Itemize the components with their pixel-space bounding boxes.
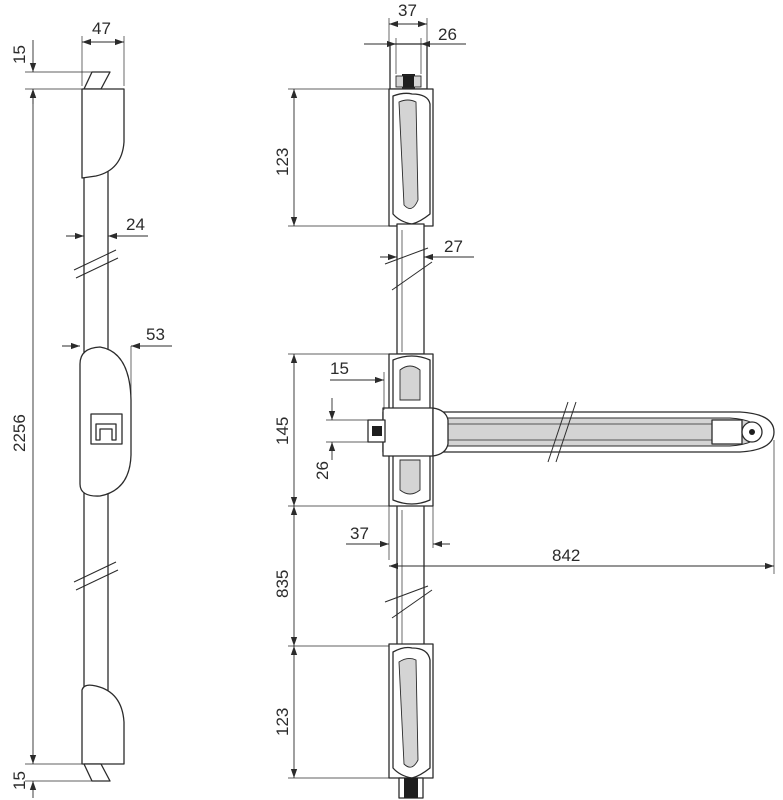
dim-123-top-label: 123 — [273, 148, 292, 176]
side-bottom-bolt — [83, 763, 111, 782]
front-upper-rod — [396, 223, 425, 355]
dim-2256-label: 2256 — [10, 414, 29, 452]
side-break-1a — [73, 249, 117, 271]
dim-842-label: 842 — [552, 546, 580, 565]
dim-123-bottom-label: 123 — [273, 708, 292, 736]
front-view: 37 26 123 27 15 145 26 — [273, 1, 775, 799]
side-lock-latch — [95, 423, 117, 441]
side-top-bolt — [83, 71, 111, 90]
front-handle-mount — [382, 407, 434, 457]
front-lower-rod — [396, 503, 425, 647]
side-view: 47 15 2256 24 53 15 — [10, 19, 172, 798]
dim-53-label: 53 — [146, 325, 165, 344]
side-break-2b — [75, 569, 119, 591]
dim-27-label: 27 — [444, 237, 463, 256]
dim-26-spindle-label: 26 — [313, 461, 332, 480]
dim-145-label: 145 — [273, 417, 292, 445]
dim-37-top-label: 37 — [398, 1, 417, 20]
dim-15-handle-label: 15 — [330, 359, 349, 378]
dim-26-top-label: 26 — [438, 25, 457, 44]
dim-24-label: 24 — [126, 215, 145, 234]
side-bottom-guide — [81, 684, 125, 765]
side-break-2a — [73, 561, 117, 583]
dim-37-rod-label: 37 — [350, 524, 369, 543]
dim-15-bottom-label: 15 — [10, 771, 29, 790]
side-break-1b — [75, 257, 119, 279]
dim-835-label: 835 — [273, 570, 292, 598]
dim-47-label: 47 — [92, 19, 111, 38]
side-top-guide — [81, 88, 125, 179]
dim-15-top-label: 15 — [10, 45, 29, 64]
